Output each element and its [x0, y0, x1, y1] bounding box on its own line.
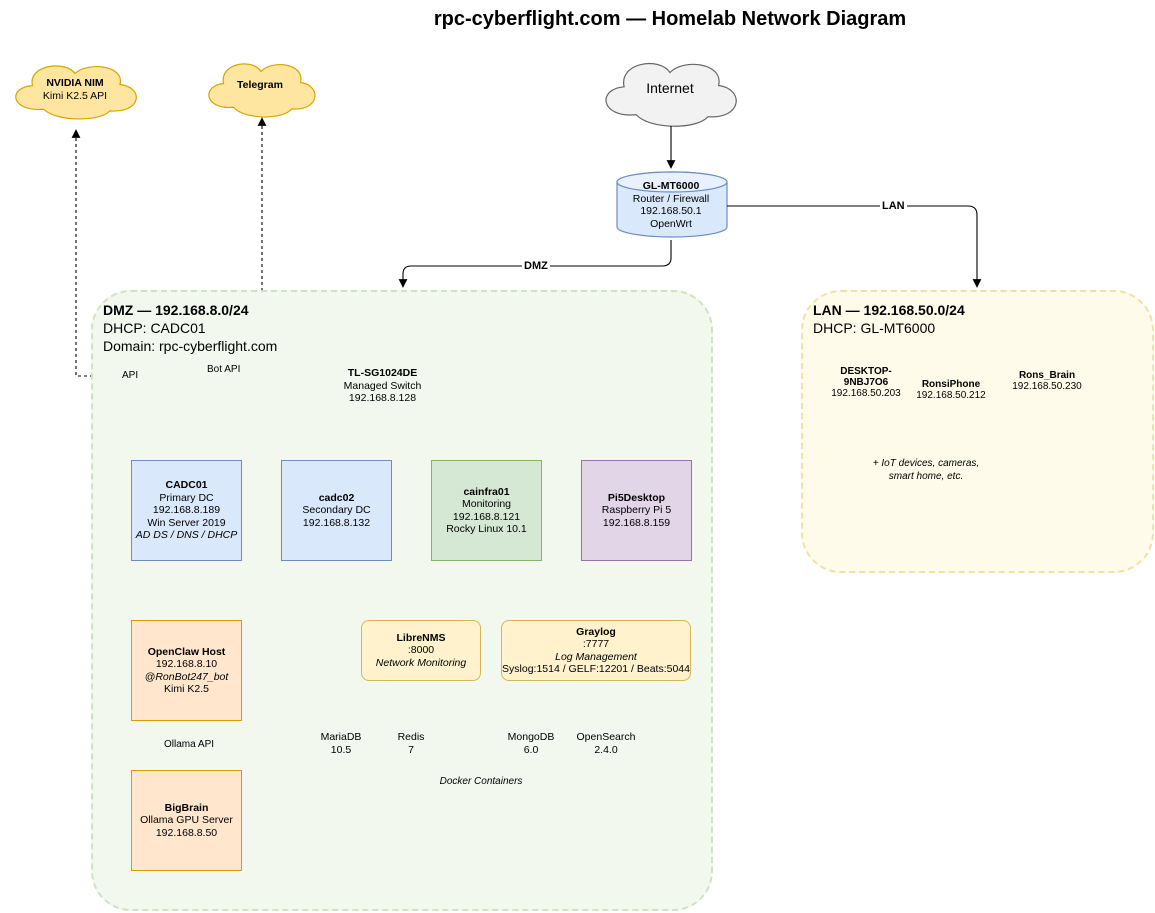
pi5-box[interactable]: Pi5Desktop Raspberry Pi 5 192.168.8.159: [581, 460, 692, 561]
edge-label-ollama-api: Ollama API: [162, 739, 217, 751]
internet-cloud-label: Internet: [646, 80, 694, 96]
bigbrain-role: Ollama GPU Server: [140, 814, 233, 827]
switch-role: Managed Switch: [343, 379, 422, 392]
router-label: GL-MT6000 Router / Firewall 192.168.50.1…: [616, 180, 726, 230]
telegram-cloud-label: Telegram: [237, 79, 283, 91]
cainfra01-name: cainfra01: [463, 485, 510, 498]
desktop-name-1: DESKTOP-: [840, 366, 892, 377]
mariadb-name: MariaDB: [320, 731, 362, 743]
cainfra01-os: Rocky Linux 10.1: [446, 523, 527, 535]
edge-label-api: API: [120, 370, 141, 382]
router-top: [616, 171, 728, 193]
switch-name: TL-SG1024DE: [347, 367, 418, 379]
telegram-cloud-shape: [208, 63, 316, 118]
cadc01-name: CADC01: [165, 479, 208, 492]
nim-cloud-label: NVIDIA NIM Kimi K2.5 API: [15, 77, 135, 102]
openclaw-name: OpenClaw Host: [147, 645, 226, 658]
router-os: OpenWrt: [650, 217, 692, 230]
pi5-name: Pi5Desktop: [607, 491, 666, 504]
switch-label: TL-SG1024DE Managed Switch 192.168.8.128: [330, 367, 435, 405]
mongodb-label: MongoDB 6.0: [501, 731, 561, 756]
graylog-name: Graylog: [576, 625, 616, 638]
iphone-label: RonsiPhone 192.168.50.212: [906, 379, 996, 401]
desktop-name-2: 9NBJ7O6: [843, 377, 889, 388]
openclaw-model: Kimi K2.5: [164, 683, 209, 695]
edge-router-lan: [727, 205, 982, 288]
graylog-box[interactable]: Graylog :7777 Log Management Syslog:1514…: [501, 620, 691, 681]
cadc02-ip: 192.168.8.132: [302, 516, 371, 529]
dmz-zone-label: DMZ — 192.168.8.0/24 DHCP: CADC01 Domain…: [103, 301, 277, 355]
opensearch-name: OpenSearch: [576, 731, 636, 743]
graylog-port: :7777: [582, 638, 610, 650]
iphone-name: RonsiPhone: [921, 379, 981, 390]
cainfra01-role: Monitoring: [461, 498, 512, 510]
laptop-name: Rons_Brain: [1018, 370, 1076, 381]
nim-cloud-shape: [15, 65, 137, 120]
iot-line-1: + IoT devices, cameras,: [872, 458, 980, 469]
opensearch-label: OpenSearch 2.4.0: [571, 731, 641, 756]
nim-name: NVIDIA NIM: [46, 77, 104, 89]
lan-zone: [801, 290, 1154, 573]
librenms-box[interactable]: LibreNMS :8000 Network Monitoring: [361, 620, 481, 681]
laptop-ip: 192.168.50.230: [1012, 381, 1082, 392]
cadc02-role: Secondary DC: [302, 504, 371, 517]
bigbrain-ip: 192.168.8.50: [155, 826, 218, 839]
cainfra01-box[interactable]: cainfra01 Monitoring 192.168.8.121 Rocky…: [431, 460, 542, 561]
switch-ip: 192.168.8.128: [348, 392, 417, 404]
edge-label-dmz: DMZ: [522, 260, 550, 272]
cadc01-role: Primary DC: [159, 491, 214, 504]
mongodb-ver: 6.0: [523, 743, 539, 756]
cainfra01-ip: 192.168.8.121: [452, 510, 521, 523]
pi5-ip: 192.168.8.159: [602, 516, 671, 529]
dmz-dhcp: DHCP: CADC01: [103, 320, 206, 336]
cadc01-box[interactable]: CADC01 Primary DC 192.168.8.189 Win Serv…: [131, 460, 242, 561]
nim-sub: Kimi K2.5 API: [42, 89, 108, 102]
mariadb-ver: 10.5: [330, 743, 352, 756]
cadc02-box[interactable]: cadc02 Secondary DC 192.168.8.132: [281, 460, 392, 561]
mongodb-name: MongoDB: [507, 731, 555, 743]
iot-line-2: smart home, etc.: [888, 470, 964, 482]
cadc01-os: Win Server 2019: [147, 516, 226, 529]
router-role: Router / Firewall: [632, 192, 710, 205]
pi5-role: Raspberry Pi 5: [601, 504, 672, 517]
openclaw-box[interactable]: OpenClaw Host 192.168.8.10 @RonBot247_bo…: [131, 620, 242, 721]
cadc02-name: cadc02: [318, 491, 355, 504]
redis-name: Redis: [397, 731, 425, 743]
graylog-ports: Syslog:1514 / GELF:12201 / Beats:5044: [502, 663, 690, 675]
bigbrain-box[interactable]: BigBrain Ollama GPU Server 192.168.8.50: [131, 770, 242, 871]
dmz-title: DMZ — 192.168.8.0/24: [103, 302, 249, 318]
edge-label-lan: LAN: [880, 200, 907, 212]
iot-note: + IoT devices, cameras, smart home, etc.: [851, 458, 1001, 483]
lan-title: LAN — 192.168.50.0/24: [813, 302, 965, 318]
librenms-name: LibreNMS: [396, 631, 446, 644]
librenms-port: :8000: [407, 644, 435, 657]
iphone-ip: 192.168.50.212: [916, 390, 986, 401]
bigbrain-name: BigBrain: [164, 801, 209, 814]
graylog-role: Log Management: [555, 650, 637, 663]
lan-dhcp: DHCP: GL-MT6000: [813, 320, 936, 336]
librenms-role: Network Monitoring: [375, 656, 467, 669]
docker-containers-label: Docker Containers: [439, 776, 523, 787]
opensearch-ver: 2.4.0: [594, 743, 618, 756]
internet-cloud-shape: [605, 62, 737, 127]
diagram-title: rpc-cyberflight.com — Homelab Network Di…: [433, 8, 907, 30]
openclaw-bot: @RonBot247_bot: [144, 670, 229, 683]
laptop-label: Rons_Brain 192.168.50.230: [1002, 370, 1092, 392]
router-name: GL-MT6000: [642, 180, 700, 192]
openclaw-ip: 192.168.8.10: [155, 658, 218, 670]
redis-label: Redis 7: [381, 731, 441, 756]
edge-label-bot-api: Bot API: [205, 364, 243, 376]
cadc01-services: AD DS / DNS / DHCP: [135, 529, 238, 542]
lan-zone-label: LAN — 192.168.50.0/24 DHCP: GL-MT6000: [813, 301, 965, 337]
redis-ver: 7: [408, 743, 414, 756]
router-ip: 192.168.50.1: [640, 205, 702, 217]
desktop-label: DESKTOP- 9NBJ7O6 192.168.50.203: [826, 366, 906, 399]
desktop-ip: 192.168.50.203: [831, 388, 901, 399]
cadc01-ip: 192.168.8.189: [152, 504, 221, 517]
mariadb-label: MariaDB 10.5: [311, 731, 371, 756]
dmz-domain: Domain: rpc-cyberflight.com: [103, 338, 278, 354]
